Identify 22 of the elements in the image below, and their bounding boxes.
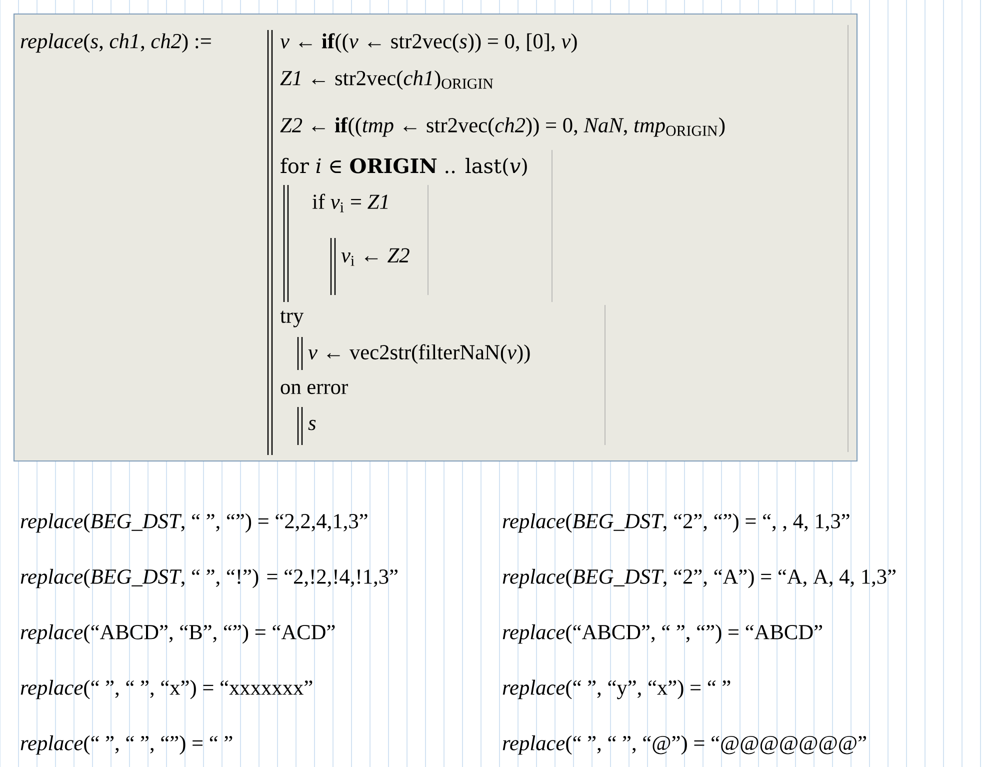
program-box (13, 13, 858, 462)
code-line: try (280, 310, 304, 328)
code-line: Z1 ← str2vec(ch1)$_{ORIGIN}$ (280, 70, 494, 90)
result-expression: replace(“ ”, “ ”, “x”) = “xxxxxxx” (20, 680, 312, 700)
function-definition: replace(s, ch1, ch2) := (20, 33, 211, 53)
code-line: if v$_{i}$ = Z1 (312, 194, 388, 212)
result-expression: replace(“ABCD”, “ ”, “”) = “ABCD” (502, 624, 822, 644)
code-line: v$_{i}$ ← Z2 (341, 248, 410, 266)
code-line: v ← if((v ← str2vec(s)) = 0, [0], v) (280, 33, 577, 53)
result-expression: replace(“ ”, “y”, “x”) = “ ” (502, 680, 730, 700)
code-line: v ← vec2str(filterNaN(v)) (308, 344, 530, 364)
result-expression: replace(“ABCD”, “B”, “”) = “ACD” (20, 624, 335, 644)
result-expression: replace(“ ”, “ ”, “@”) = “@@@@@@@” (502, 735, 866, 755)
result-expression: replace(“ ”, “ ”, “”) = “ ” (20, 735, 232, 755)
code-line: s (308, 420, 316, 430)
result-expression: replace(BEG_DST, “ ”, “”) = “2,2,4,1,3” (20, 513, 368, 533)
result-expression: replace(BEG_DST, “2”, “”) = “, , 4, 1,3” (502, 513, 850, 533)
result-expression: replace(BEG_DST, “2”, “A”) = “A, A, 4, 1,3” (502, 568, 896, 588)
result-expression: replace(BEG_DST, “ ”, “!”) = “2,!2,!4,!1,3” (20, 568, 398, 588)
code-line: Z2 ← if((tmp ← str2vec(ch2)) = 0, NaN, tmp$_{ORIGIN}$) (280, 117, 725, 137)
code-line: for i ∈ ORIGIN .. last(v) (280, 158, 527, 176)
code-line: on error (280, 384, 348, 394)
